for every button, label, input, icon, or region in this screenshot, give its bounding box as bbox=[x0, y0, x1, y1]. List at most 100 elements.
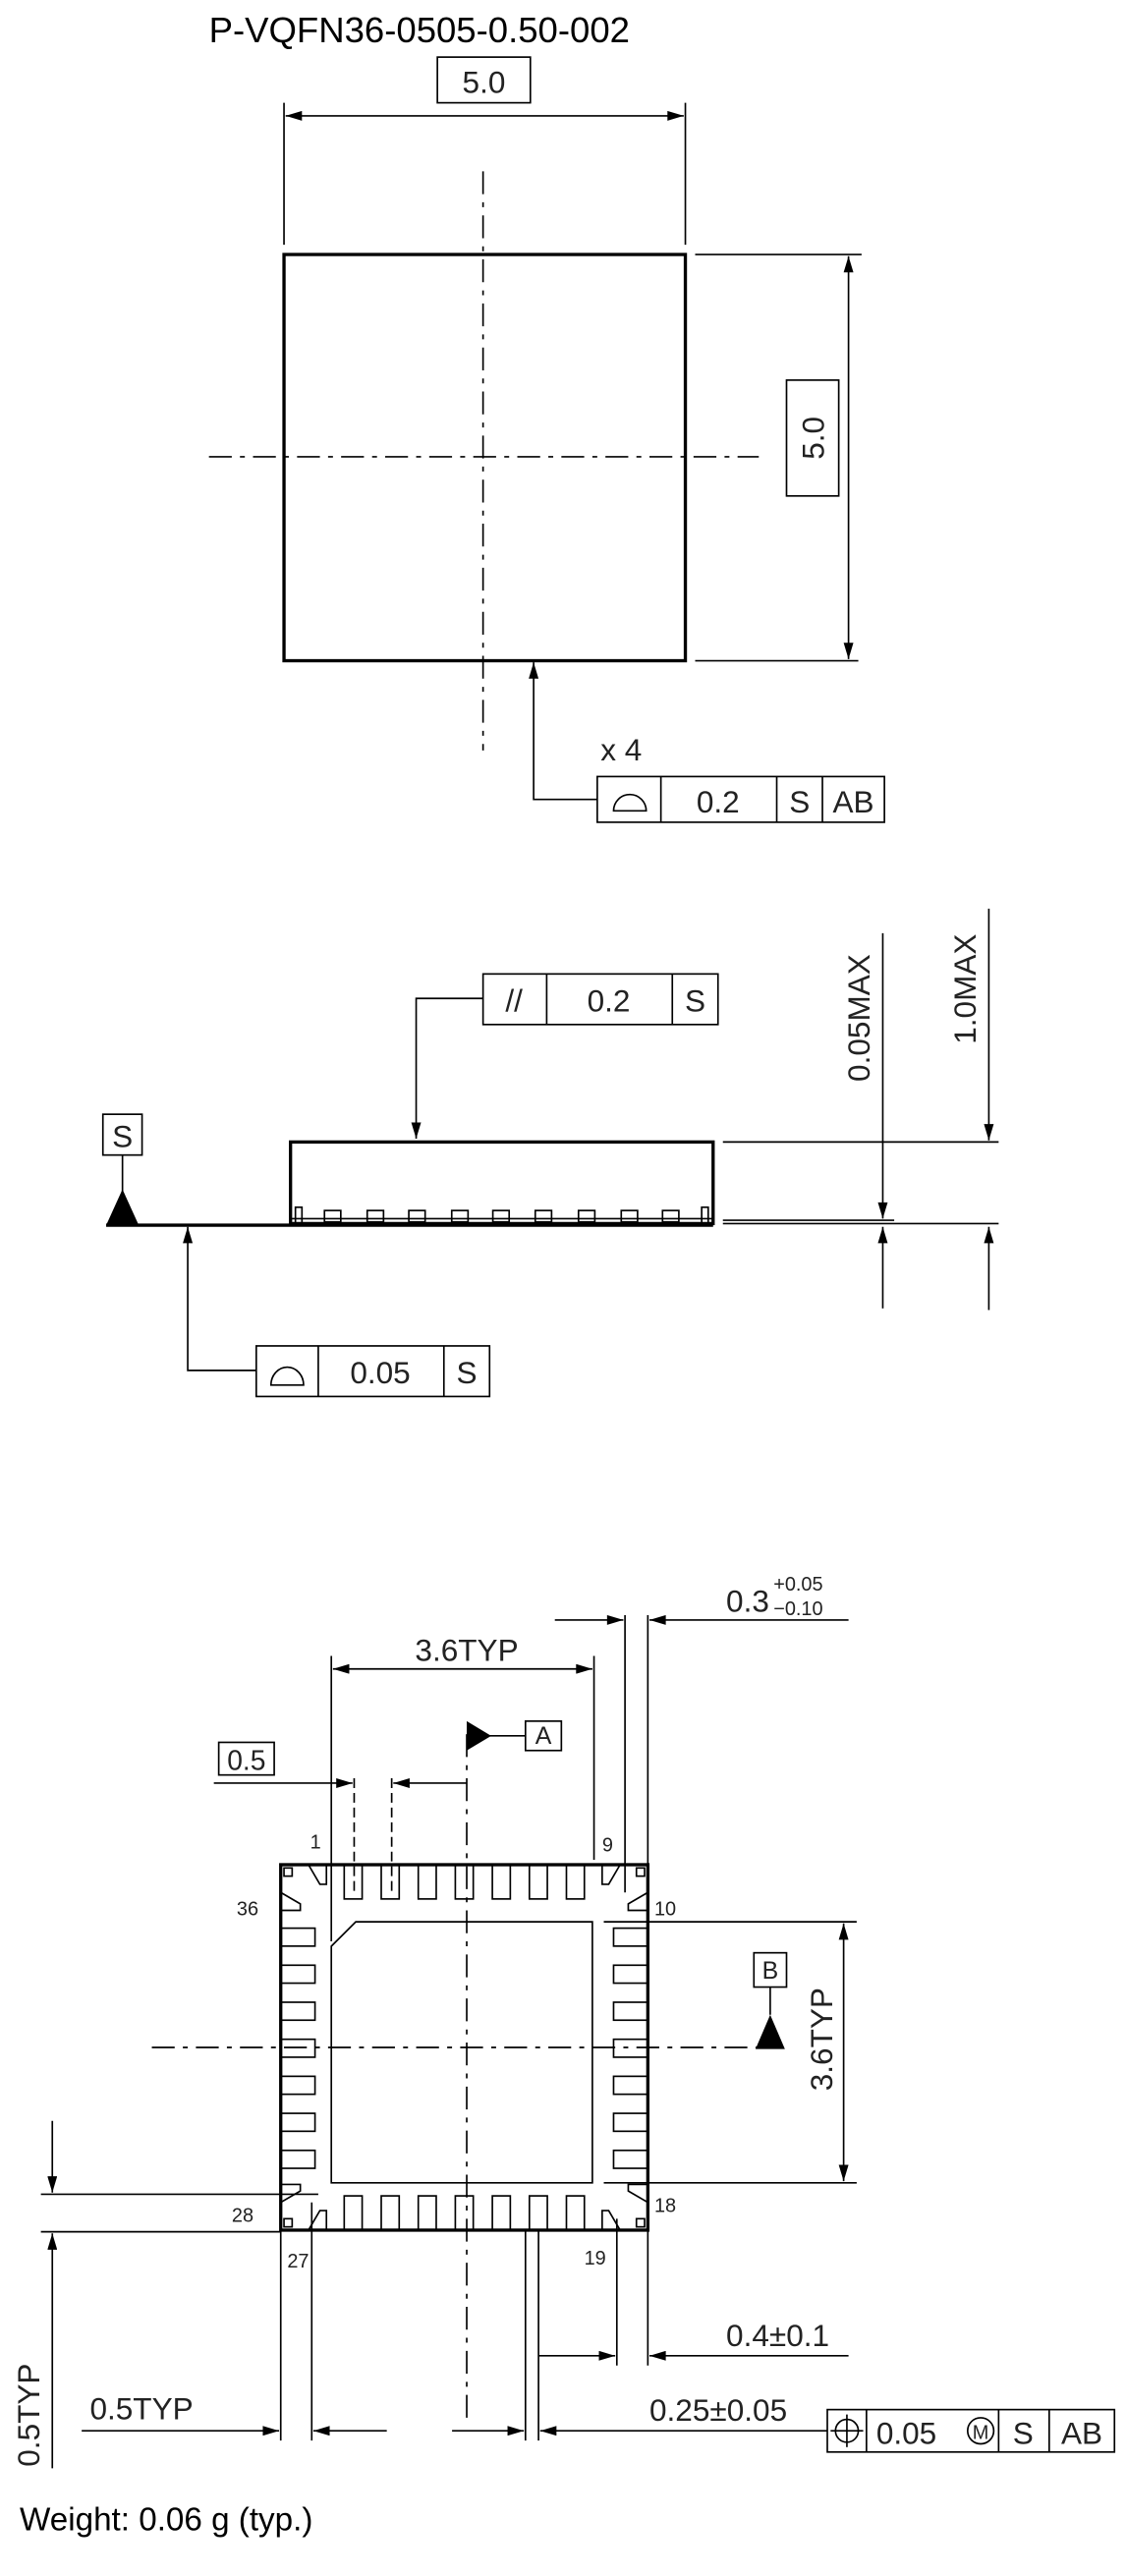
side-terminal bbox=[534, 1209, 553, 1223]
weight-note: Weight: 0.06 g (typ.) bbox=[20, 2502, 312, 2539]
corner-pad bbox=[627, 2183, 649, 2205]
profile-of-surface-icon bbox=[269, 1366, 305, 1386]
terminal-pad bbox=[612, 2075, 649, 2096]
exposed-pad bbox=[330, 1921, 593, 2184]
pin-label-1: 1 bbox=[310, 1831, 321, 1853]
mmc-modifier: M bbox=[973, 2423, 989, 2444]
corner-pad bbox=[601, 1864, 622, 1885]
terminal-pad bbox=[279, 1964, 316, 1985]
pitch-box bbox=[217, 1741, 275, 1776]
terminal-pad bbox=[279, 1927, 316, 1947]
parallelism-icon: // bbox=[505, 983, 523, 1019]
datum-a-box bbox=[524, 1720, 563, 1752]
side-terminal bbox=[577, 1209, 596, 1223]
corner-mark bbox=[283, 1867, 294, 1877]
lead-width-tol-plus: +0.05 bbox=[773, 1574, 822, 1596]
top-view: 5.0 5.0 x 4 0.2 S AB bbox=[208, 56, 885, 823]
pitch-label: 0.5 bbox=[227, 1745, 265, 1776]
terminal-pad bbox=[565, 2195, 586, 2231]
corner-pad bbox=[627, 1890, 649, 1912]
height-max-label: 1.0MAX bbox=[947, 934, 983, 1044]
multiplier-label: x 4 bbox=[600, 732, 642, 767]
parallel-tolerance: 0.2 bbox=[588, 983, 631, 1019]
terminal-pad bbox=[343, 1864, 364, 1900]
corner-horizontal-label: 0.5TYP bbox=[89, 2391, 193, 2427]
pin-label-28: 28 bbox=[232, 2206, 253, 2227]
terminal-pad bbox=[279, 2112, 316, 2133]
lead-width-label: 0.3 bbox=[726, 1584, 769, 1619]
side-terminal bbox=[450, 1209, 470, 1223]
lead-length-label: 0.4±0.1 bbox=[726, 2318, 829, 2353]
side-terminal bbox=[408, 1209, 426, 1223]
terminal-pad bbox=[279, 2075, 316, 2096]
parallel-datum: S bbox=[685, 983, 705, 1019]
terminal-pad bbox=[417, 2195, 437, 2231]
terminal-pad bbox=[491, 1864, 512, 1900]
side-terminal bbox=[620, 1209, 639, 1223]
package-title: P-VQFN36-0505-0.50-002 bbox=[209, 10, 630, 50]
terminal-pad bbox=[565, 1864, 586, 1900]
terminal-pad bbox=[612, 2149, 649, 2169]
datum-b-box bbox=[753, 1951, 788, 1988]
terminal-pad bbox=[612, 2038, 649, 2058]
position-datum-ab: AB bbox=[1061, 2415, 1102, 2450]
terminal-pad bbox=[343, 2195, 364, 2231]
corner-mark bbox=[635, 2217, 646, 2228]
terminal-pad bbox=[528, 1864, 548, 1900]
terminal-pad bbox=[417, 1864, 437, 1900]
bottom-view: 1 9 36 10 28 18 27 19 0.3 +0.05 −0.10 3.… bbox=[11, 1574, 1116, 2469]
profile-of-surface-icon bbox=[612, 793, 647, 812]
side-terminal-end bbox=[294, 1205, 304, 1225]
corner-vertical-label: 0.5TYP bbox=[11, 2364, 46, 2467]
position-tolerance: 0.05 bbox=[876, 2415, 936, 2450]
exposed-pad-width-label: 3.6TYP bbox=[415, 1632, 518, 1667]
pin-label-9: 9 bbox=[602, 1835, 613, 1857]
terminal-pad bbox=[612, 2001, 649, 2022]
terminal-pad bbox=[612, 1964, 649, 1985]
terminal-pad bbox=[279, 2001, 316, 2022]
side-terminal bbox=[366, 1209, 385, 1223]
frame-datum-s: S bbox=[789, 784, 810, 819]
mmc-modifier-icon bbox=[966, 2417, 995, 2445]
datum-triangle-icon bbox=[106, 1189, 140, 1226]
coplanarity-tolerance: 0.05 bbox=[350, 1355, 410, 1390]
parallel-leader bbox=[411, 997, 483, 1140]
corner-mark bbox=[635, 1867, 646, 1877]
position-icon bbox=[830, 2414, 864, 2447]
position-tolerance-frame: 0.05 M S AB bbox=[826, 2408, 1116, 2453]
terminal-pad bbox=[491, 2195, 512, 2231]
pin-label-36: 36 bbox=[237, 1898, 258, 1920]
coplanarity-datum: S bbox=[457, 1355, 478, 1390]
terminal-pad bbox=[528, 2195, 548, 2231]
datum-s-label: S bbox=[112, 1118, 133, 1153]
datum-b-triangle-icon bbox=[755, 2014, 785, 2049]
frame-datum-ab: AB bbox=[833, 784, 874, 819]
position-datum-s: S bbox=[1013, 2415, 1034, 2450]
datum-a-triangle-icon bbox=[467, 1720, 491, 1751]
side-terminal-end bbox=[701, 1205, 709, 1225]
pin-label-10: 10 bbox=[654, 1898, 676, 1920]
profile-tolerance-frame: 0.2 S AB bbox=[596, 775, 885, 823]
corner-pad bbox=[279, 1890, 302, 1912]
terminal-pad bbox=[279, 2149, 316, 2169]
terminal-pad bbox=[454, 1864, 475, 1900]
coplanarity-leader bbox=[183, 1226, 256, 1372]
terminal-width-label: 0.25±0.05 bbox=[649, 2392, 787, 2428]
corner-pad bbox=[307, 2210, 328, 2231]
frame-tolerance: 0.2 bbox=[697, 784, 740, 819]
height-dim-label: 5.0 bbox=[796, 417, 831, 460]
terminal-pad bbox=[454, 2195, 475, 2231]
terminal-pad bbox=[612, 1927, 649, 1947]
side-terminal bbox=[491, 1209, 511, 1223]
datum-b-label: B bbox=[762, 1957, 779, 1985]
terminal-pad bbox=[612, 2112, 649, 2133]
terminal-pad bbox=[279, 2038, 316, 2058]
side-view: S // 0.2 S 0.05 S 0.05MAX 1.0MAX bbox=[101, 908, 999, 1398]
corner-pad bbox=[307, 1864, 328, 1885]
datum-s-box bbox=[101, 1113, 143, 1156]
height-dim-box bbox=[785, 379, 840, 497]
pin-label-19: 19 bbox=[585, 2248, 606, 2269]
width-dim-box bbox=[436, 56, 532, 104]
datum-a-label: A bbox=[535, 1722, 552, 1750]
